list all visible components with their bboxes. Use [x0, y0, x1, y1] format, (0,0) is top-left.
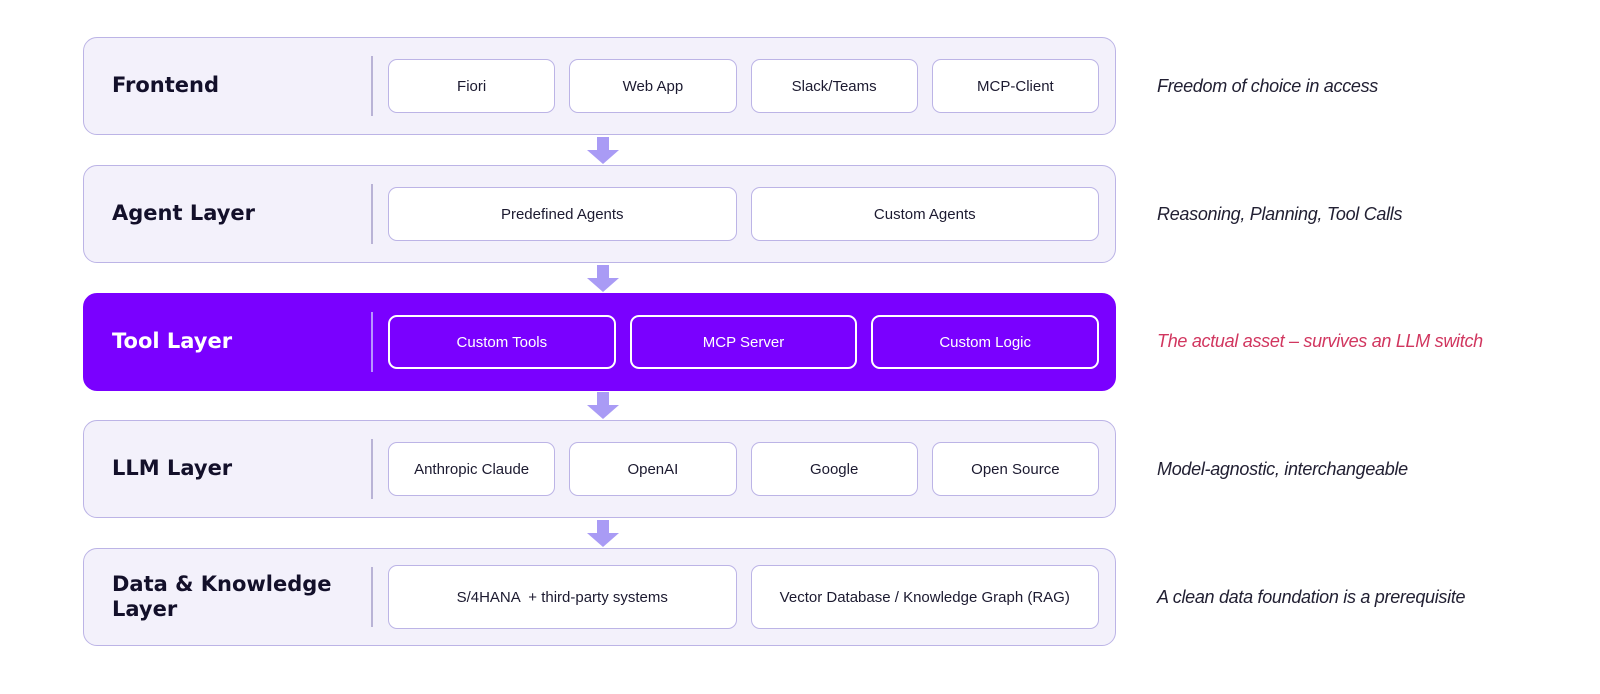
layer-divider — [371, 184, 373, 244]
component-box-open-source: Open Source — [931, 442, 1099, 496]
layer-title: Tool Layer — [112, 329, 233, 354]
layer-divider — [371, 439, 373, 499]
layer-divider — [371, 56, 373, 116]
component-box-mcp-server: MCP Server — [629, 315, 858, 369]
component-box-web-app: Web App — [569, 59, 737, 113]
component-box-anthropic-claude: Anthropic Claude — [388, 442, 556, 496]
down-arrow-icon — [587, 137, 619, 164]
component-box-slack-teams: Slack/Teams — [750, 59, 918, 113]
component-box-openai: OpenAI — [569, 442, 737, 496]
component-box-custom-agents: Custom Agents — [750, 187, 1099, 241]
layer-title: Data & Knowledge Layer — [112, 571, 332, 621]
component-box-s4hana: S/4HANA + third-party systems — [388, 565, 737, 629]
layer-title: Frontend — [112, 73, 219, 98]
down-arrow-icon — [587, 392, 619, 419]
layer-title: Agent Layer — [112, 201, 256, 226]
down-arrow-icon — [587, 265, 619, 292]
layer-title: LLM Layer — [112, 456, 233, 481]
layer-note-frontend: Freedom of choice in access — [1157, 76, 1379, 96]
layer-note-tool: The actual asset – survives an LLM switc… — [1157, 331, 1483, 351]
component-box-fiori: Fiori — [388, 59, 556, 113]
layer-note-llm: Model-agnostic, interchangeable — [1157, 459, 1408, 479]
layer-agent: Agent Layer Predefined Agents Custom Age… — [83, 165, 1116, 263]
component-box-vector-database: Vector Database / Knowledge Graph (RAG) — [750, 565, 1099, 629]
component-box-custom-logic: Custom Logic — [871, 315, 1100, 369]
layer-note-agent: Reasoning, Planning, Tool Calls — [1157, 204, 1403, 224]
component-box-predefined-agents: Predefined Agents — [388, 187, 737, 241]
layer-data-knowledge: Data & Knowledge Layer S/4HANA + third-p… — [83, 548, 1116, 646]
component-box-custom-tools: Custom Tools — [388, 315, 616, 369]
layer-divider — [371, 567, 373, 627]
layer-frontend: Frontend Fiori Web App Slack/Teams MCP-C… — [83, 37, 1116, 135]
layer-note-data-knowledge: A clean data foundation is a prerequisit… — [1157, 587, 1466, 607]
layer-tool: Tool Layer Custom Tools MCP Server Custo… — [83, 293, 1116, 391]
component-box-mcp-client: MCP-Client — [931, 59, 1099, 113]
layer-llm: LLM Layer Anthropic Claude OpenAI Google… — [83, 420, 1116, 518]
down-arrow-icon — [587, 520, 619, 547]
component-box-google: Google — [750, 442, 918, 496]
layer-divider — [371, 312, 373, 372]
